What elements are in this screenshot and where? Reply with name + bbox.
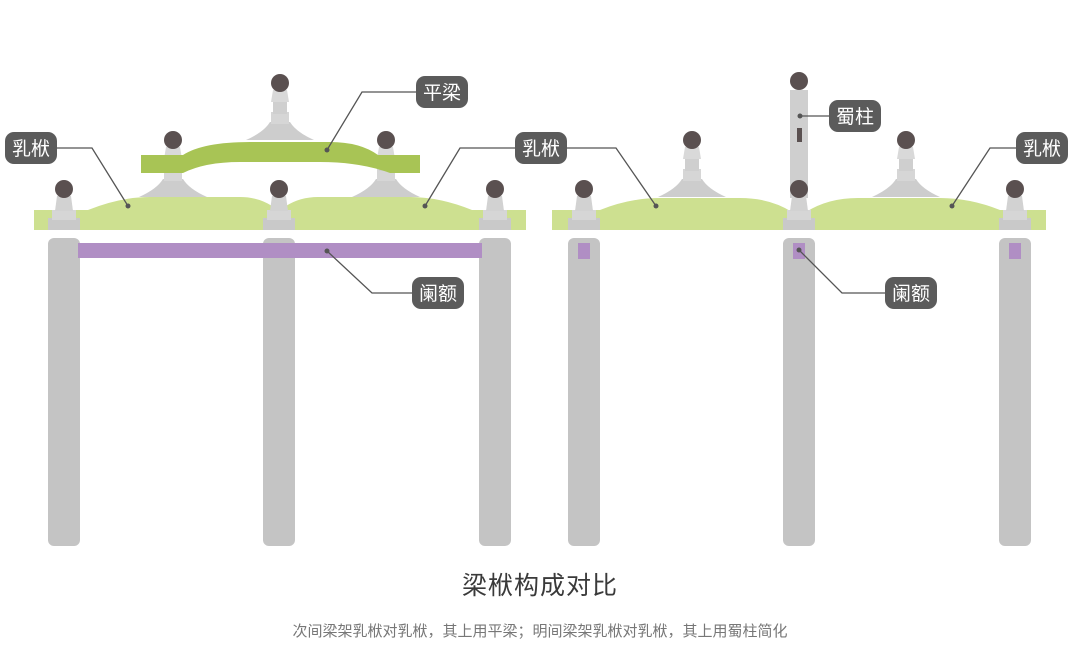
leader-lines — [55, 91, 1018, 294]
label-lan-e-right: 阑额 — [885, 277, 937, 309]
right-frame — [552, 72, 1046, 546]
left-frame — [34, 74, 526, 546]
svg-text:乳栿: 乳栿 — [1023, 138, 1061, 160]
label-shuzhu: 蜀柱 — [829, 100, 881, 132]
svg-text:阑额: 阑额 — [892, 283, 930, 305]
column — [263, 238, 295, 546]
label-pingliang: 平梁 — [416, 76, 468, 108]
column — [48, 238, 80, 546]
ruchuan-beam — [806, 198, 1046, 230]
ruchuan-beam — [286, 197, 526, 230]
column — [999, 238, 1031, 546]
svg-text:乳栿: 乳栿 — [522, 138, 560, 160]
lan-e-beam — [78, 243, 482, 258]
diagram-subtitle: 次间梁架乳栿对乳栿，其上用平梁；明间梁架乳栿对乳栿，其上用蜀柱简化 — [292, 622, 788, 640]
label-ruchuan-left: 乳栿 — [5, 132, 57, 164]
ruchuan-beam — [34, 197, 272, 230]
label-ruchuan-right: 乳栿 — [1016, 132, 1068, 164]
lan-e-block — [578, 243, 590, 259]
svg-text:乳栿: 乳栿 — [12, 138, 50, 160]
pingliang-beam — [141, 142, 420, 173]
column — [479, 238, 511, 546]
diagram-title: 梁栿构成对比 — [461, 571, 618, 600]
label-lan-e-left: 阑额 — [412, 277, 464, 309]
lan-e-block — [1009, 243, 1021, 259]
column — [568, 238, 600, 546]
svg-text:平梁: 平梁 — [423, 82, 461, 104]
column — [783, 238, 815, 546]
ruchuan-beam — [552, 198, 792, 230]
svg-text:蜀柱: 蜀柱 — [836, 106, 874, 128]
beam-comparison-diagram: 乳栿 平梁 乳栿 阑额 蜀柱 乳栿 阑额 — [5, 72, 1068, 546]
shuzhu-post — [790, 90, 808, 198]
svg-text:阑额: 阑额 — [419, 283, 457, 305]
label-ruchuan-mid: 乳栿 — [515, 132, 567, 164]
